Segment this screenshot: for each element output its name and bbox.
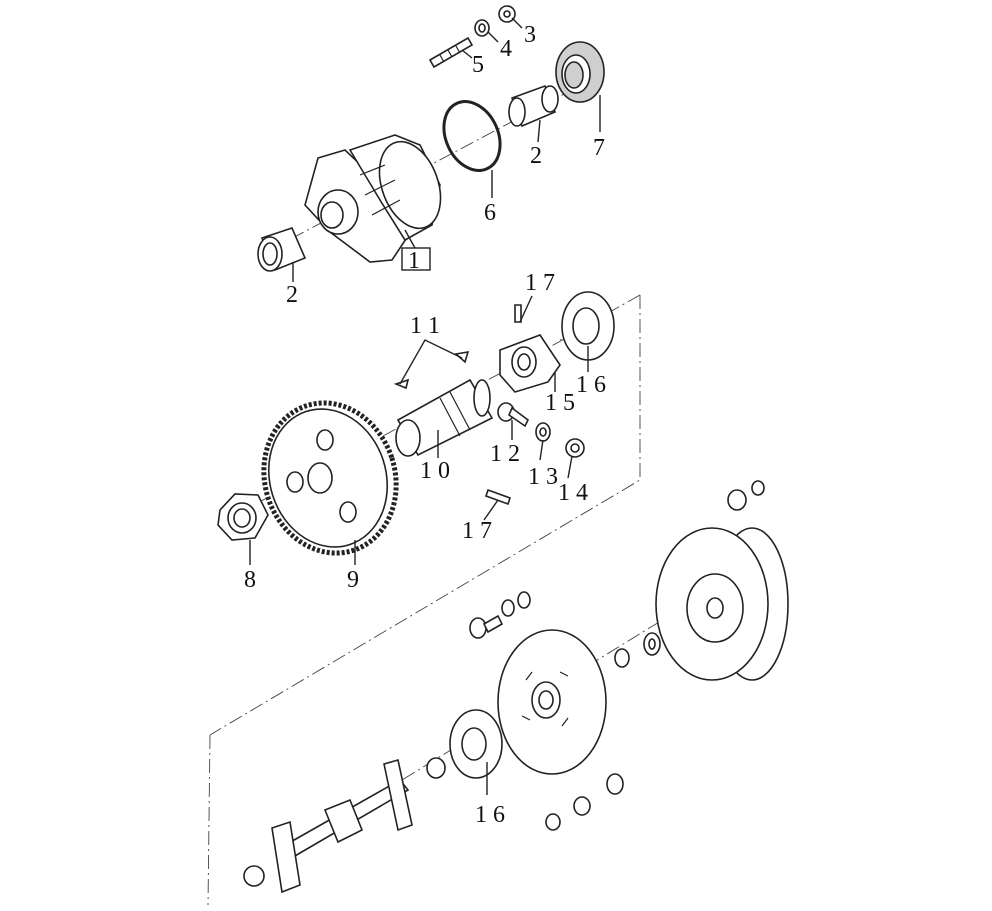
part-1-housing (304, 134, 442, 263)
part-16-gasket-lower (449, 709, 503, 779)
part-6-o-ring (442, 100, 502, 172)
rocker-shaft-assembly (243, 758, 413, 894)
assembly-boundary-lower (207, 734, 211, 906)
lower-pin-top-right (727, 480, 765, 511)
label-1-box (401, 247, 431, 271)
part-4-washer (474, 19, 490, 37)
part-17-pin-lower (484, 488, 512, 506)
label-13: 1 3 (528, 464, 558, 490)
leader-3 (511, 17, 523, 29)
label-8: 8 (244, 567, 256, 593)
label-3: 3 (524, 22, 536, 48)
part-5-stud (428, 36, 474, 69)
part-2-bushing-upper (508, 84, 559, 128)
part-16-gasket-middle (561, 291, 615, 361)
part-8-nut (217, 493, 269, 541)
lower-bolt-upper-left (469, 614, 504, 639)
part-7-seal (555, 41, 605, 103)
axis-upper (269, 74, 601, 251)
leader-14 (567, 455, 573, 479)
leader-17b (483, 499, 499, 521)
label-1: 1 (408, 248, 420, 274)
leader-4 (487, 31, 499, 43)
part-12-bolt (497, 402, 530, 428)
leader-5 (461, 49, 473, 59)
part-11-keys (393, 350, 470, 390)
part-3-nut (498, 5, 516, 23)
part-9-gear (261, 400, 399, 556)
label-2a: 2 (530, 143, 542, 169)
label-16b: 1 6 (475, 802, 505, 828)
part-14-nut (565, 438, 585, 458)
label-14: 1 4 (558, 480, 588, 506)
leader-17a (519, 295, 533, 323)
part-2-bushing-lower (257, 227, 307, 272)
label-17b: 1 7 (462, 518, 492, 544)
lower-bolts-bottom (545, 773, 624, 831)
label-4: 4 (500, 36, 512, 62)
label-12: 1 2 (490, 441, 520, 467)
label-7: 7 (593, 135, 605, 161)
part-15-bracket (499, 334, 561, 393)
leader-2a (537, 119, 541, 143)
lower-fitting-left (426, 757, 446, 779)
part-13-washer (535, 422, 551, 442)
label-17a: 1 7 (525, 270, 555, 296)
label-2b: 2 (286, 282, 298, 308)
part-10-shaft (395, 378, 494, 457)
flywheel (655, 527, 789, 681)
part-17-pin-upper (514, 304, 522, 323)
lower-washers-upper-left (501, 591, 531, 617)
leader-1 (404, 229, 416, 249)
assembly-boundary-middle (209, 295, 641, 736)
label-10: 1 0 (420, 458, 450, 484)
lower-washers-mid (614, 632, 661, 668)
label-9: 9 (347, 567, 359, 593)
leader-13 (539, 439, 544, 461)
label-6: 6 (484, 200, 496, 226)
leader-11 (399, 339, 463, 385)
pulley-disc (497, 629, 607, 775)
label-16a: 1 6 (576, 372, 606, 398)
label-15: 1 5 (545, 390, 575, 416)
label-11: 1 1 (410, 313, 440, 339)
label-5: 5 (472, 52, 484, 78)
